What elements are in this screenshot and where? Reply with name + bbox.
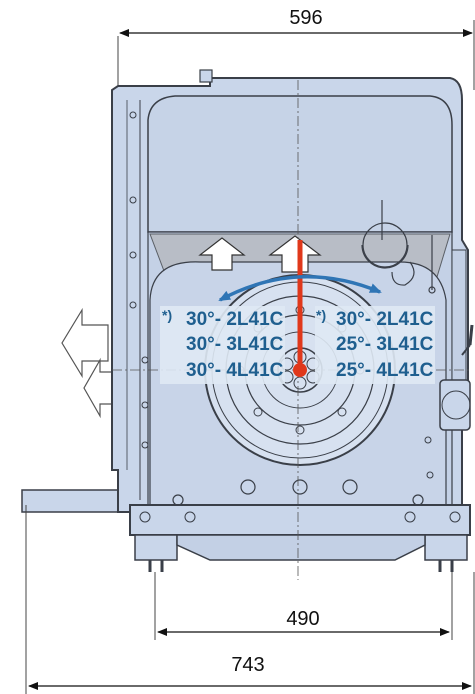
base-dimension: 490 [154,572,453,640]
dimension-base-width: 490 [286,608,319,630]
crank-center-dot [293,363,307,377]
base-frame [129,504,471,572]
tilt-angle-arrow [218,275,382,302]
airflow-arrow-center [268,235,322,273]
lifting-eye [199,69,213,83]
tilt-row-left-1: 30°- 2L41C [186,309,284,330]
exhaust-flow-arrow-lower [83,357,113,419]
dimension-top-width: 596 [289,7,322,29]
side-bolts [129,111,434,479]
tilt-row-right-1: 30°- 2L41C [336,309,434,330]
tilt-row-left-3: 30°- 4L41C [186,360,284,381]
tilt-row-right-2: 25°- 3L41C [336,334,434,355]
tilt-labels-right: *) 30°- 2L41C 25°- 3L41C 25°- 4L41C [316,307,434,381]
tilt-marker-left: *) [162,307,172,323]
tilt-row-right-3: 25°- 4L41C [336,360,434,381]
tilt-marker-right: *) [316,307,326,323]
airflow-arrow-left [198,237,246,271]
tilt-row-left-2: 30°- 3L41C [186,334,284,355]
housing-bolts [172,479,424,506]
top-dimension: 596 [117,7,475,90]
tilt-labels-left: *) 30°- 2L41C 30°- 3L41C 30°- 4L41C [162,307,284,381]
tilt-label-panel-left [160,306,285,384]
filler-detail [361,200,436,294]
total-dimension: 743 [25,505,475,694]
exhaust-flow-arrow [61,307,109,379]
dimension-total-length: 743 [231,654,264,676]
tilt-label-panel-right [315,306,435,384]
